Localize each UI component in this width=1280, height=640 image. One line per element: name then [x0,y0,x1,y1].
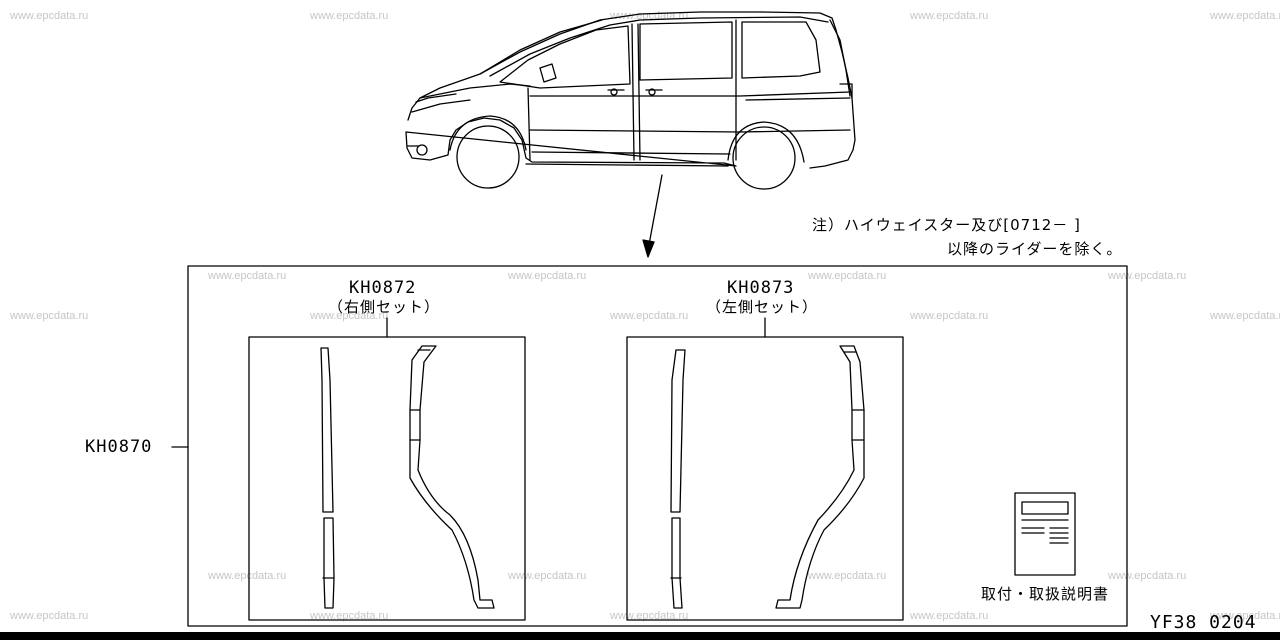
watermark-text: www.epcdata.ru [808,270,887,282]
watermark-text: www.epcdata.ru [10,610,89,622]
watermark-text: www.epcdata.ru [208,270,287,282]
watermark-text: www.epcdata.ru [508,570,587,582]
manual-label: 取付・取扱説明書 [981,585,1110,603]
watermark-text: www.epcdata.ru [208,570,287,582]
watermark-text: www.epcdata.ru [310,310,389,322]
watermark-text: www.epcdata.ru [10,10,89,22]
watermark-text: www.epcdata.ru [910,10,989,22]
watermark-text: www.epcdata.ru [910,610,989,622]
page-code: YF38 0204 [1150,612,1257,633]
main-part-label: KH0870 [85,437,153,457]
watermark-text: www.epcdata.ru [808,570,887,582]
left-set-code: KH0873 [727,278,795,298]
note-line-2: 以降のライダーを除く。 [947,240,1123,258]
right-set-desc: （右側セット） [328,298,441,316]
bottom-border-bar [0,632,1280,640]
left-set-desc: （左側セット） [706,298,819,316]
watermark-text: www.epcdata.ru [1210,10,1280,22]
watermark-text: www.epcdata.ru [610,310,689,322]
watermark-text: www.epcdata.ru [10,310,89,322]
right-set-code: KH0872 [349,278,417,298]
note-line-1: 注）ハイウェイスター及び[0712－ ] [812,216,1081,234]
instruction-manual-icon [1014,492,1076,576]
vehicle-illustration [405,11,856,190]
watermark-text: www.epcdata.ru [310,610,389,622]
pointer-arrow [642,174,663,258]
left-set-group [626,317,904,621]
watermark-text: www.epcdata.ru [910,310,989,322]
watermark-text: www.epcdata.ru [610,610,689,622]
watermark-text: www.epcdata.ru [508,270,587,282]
right-set-group [248,317,526,621]
watermark-text: www.epcdata.ru [1210,610,1280,622]
outer-frame [187,265,1128,627]
watermark-text: www.epcdata.ru [310,10,389,22]
watermark-text: www.epcdata.ru [1210,310,1280,322]
